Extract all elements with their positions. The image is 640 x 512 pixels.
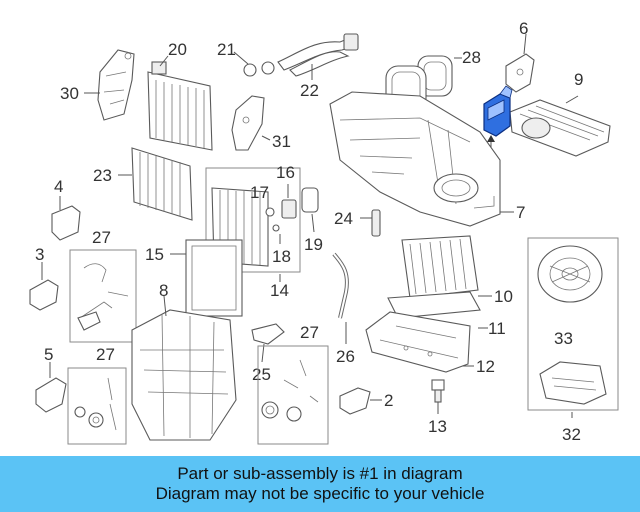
- callout-24: 24: [334, 209, 353, 228]
- part-26-hose: 26: [332, 252, 355, 366]
- callout-7: 7: [516, 203, 525, 222]
- banner-line-2: Diagram may not be specific to your vehi…: [155, 484, 485, 503]
- part-11-panel: 11: [387, 291, 506, 338]
- callout-23: 23: [93, 166, 112, 185]
- part-32-blower-assembly: 32 33: [527, 237, 619, 444]
- part-22-pipes: 22: [277, 33, 359, 100]
- callout-3: 3: [35, 245, 44, 264]
- callout-4: 4: [54, 177, 63, 196]
- callout-16: 16: [276, 163, 295, 182]
- part-3-actuator: 3: [29, 245, 59, 311]
- part-27-linkage-kit: 27: [69, 228, 137, 343]
- part-6-bracket: 6: [505, 19, 535, 93]
- callout-31: 31: [272, 132, 291, 151]
- part-20-heater-core: 20: [147, 40, 213, 151]
- callout-21: 21: [217, 40, 236, 59]
- part-30-bracket: 30: [60, 49, 135, 121]
- callout-9: 9: [574, 70, 583, 89]
- part-23-core: 23: [93, 147, 193, 221]
- part-28-gasket: 28: [417, 48, 481, 97]
- callout-27-top: 27: [92, 228, 111, 247]
- part-24-sensor: 24: [334, 209, 381, 237]
- part-5-actuator: 5: [35, 345, 67, 413]
- part-7-hvac-housing: 7: [329, 91, 525, 227]
- callout-22: 22: [300, 81, 319, 100]
- callout-33: 33: [554, 329, 573, 348]
- callout-5: 5: [44, 345, 53, 364]
- part-13-fastener: 13: [428, 379, 447, 436]
- callout-17: 17: [250, 183, 269, 202]
- part-18-valve-sub: 18: [272, 234, 291, 266]
- callout-25: 25: [252, 365, 271, 384]
- part-4-actuator: 4: [51, 177, 81, 241]
- callout-10: 10: [494, 287, 513, 306]
- callout-12: 12: [476, 357, 495, 376]
- part-15-frame: 15: [145, 239, 243, 317]
- part-25-bracket: 25: [251, 323, 285, 384]
- callout-6: 6: [519, 19, 528, 38]
- part-27-linkage-kit-lower: 27: [67, 345, 127, 445]
- info-banner: Part or sub-assembly is #1 in diagram Di…: [0, 456, 640, 512]
- part-12-tray: 12: [365, 311, 495, 376]
- part-16-valve: 16: [276, 163, 297, 219]
- callout-20: 20: [168, 40, 187, 59]
- part-27-seal-kit: 27: [257, 323, 329, 445]
- callout-32: 32: [562, 425, 581, 444]
- parts-diagram: 30 20 21 22 28 2 9: [29, 19, 619, 445]
- part-8-lower-housing: 8: [131, 281, 237, 441]
- part-10-cabin-filter: 10: [401, 235, 513, 306]
- callout-11: 11: [488, 319, 506, 338]
- part-19-plug: 19: [301, 187, 323, 254]
- callout-2: 2: [384, 391, 393, 410]
- callout-27-center: 27: [300, 323, 319, 342]
- banner-line-1: Part or sub-assembly is #1 in diagram: [177, 464, 463, 483]
- callout-18: 18: [272, 247, 291, 266]
- callout-8: 8: [159, 281, 168, 300]
- part-21-seal: 21: [217, 40, 275, 77]
- callout-28: 28: [462, 48, 481, 67]
- callout-19: 19: [304, 235, 323, 254]
- part-31-bracket: 31: [231, 95, 291, 151]
- part-9-filter-housing: 9: [509, 70, 611, 157]
- callout-15: 15: [145, 245, 164, 264]
- callout-30: 30: [60, 84, 79, 103]
- callout-14: 14: [270, 281, 289, 300]
- callout-27-mid: 27: [96, 345, 115, 364]
- callout-13: 13: [428, 417, 447, 436]
- part-2-actuator: 2: [339, 387, 393, 415]
- callout-26: 26: [336, 347, 355, 366]
- part-17-seal: 17: [250, 183, 280, 232]
